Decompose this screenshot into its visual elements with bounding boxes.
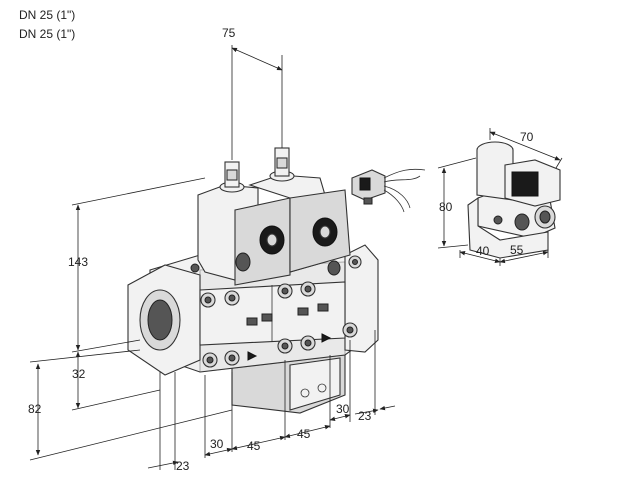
dim-bottom-chain: 23 30 45 45 30 23 [147,330,396,473]
dim-75: 75 [222,26,283,160]
nominal-size-label-2: DN 25 (1") [19,27,76,41]
dim-30-a-label: 30 [210,437,224,451]
double-valve-assembly [127,147,379,414]
dim-55-label: 55 [510,243,524,257]
dim-82: 82 [28,349,233,461]
dim-143-label: 143 [68,255,88,269]
dim-40-label: 40 [476,244,490,258]
dim-75-label: 75 [222,26,236,40]
dim-23-left-label: 23 [176,459,190,473]
cable-plug [351,168,426,213]
dim-143: 143 [68,177,206,353]
dim-82-label: 82 [28,402,42,416]
dim-45-b-label: 45 [297,427,311,441]
nominal-size-label-1: DN 25 (1") [19,8,76,22]
bolt-heads [190,255,362,368]
dim-70-label: 70 [520,130,534,144]
dim-80-label: 80 [439,200,453,214]
dim-aux: 70 80 40 55 [437,128,563,266]
solenoid-coils [197,147,351,286]
auxiliary-solenoid-valve [467,141,561,259]
dim-32: 32 [71,351,161,411]
dim-23-right-label: 23 [358,409,372,423]
dim-45-a-label: 45 [247,439,261,453]
test-nipples [246,303,332,361]
dim-32-label: 32 [72,367,86,381]
dim-30-b-label: 30 [336,402,350,416]
